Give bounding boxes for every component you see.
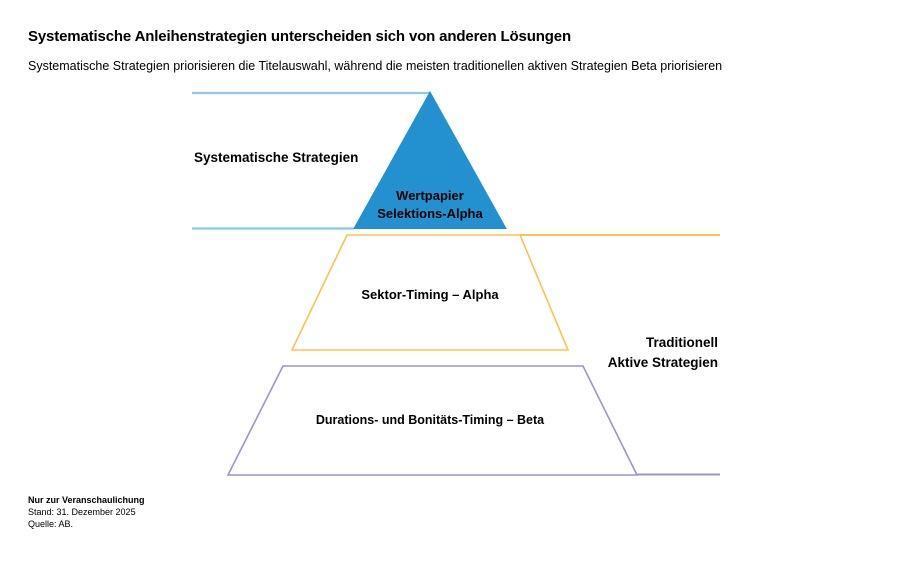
tier-3-group: Durations- und Bonitäts-Timing – Beta <box>226 365 720 476</box>
group-label-traditionell: Traditionell Aktive Strategien <box>608 335 718 370</box>
page-subtitle: Systematische Strategien priorisieren di… <box>28 59 723 73</box>
footnote-as-of-date: Stand: 31. Dezember 2025 <box>28 507 136 518</box>
tier-3-trapezoid <box>226 365 639 476</box>
page-title: Systematische Anleihenstrategien untersc… <box>28 28 571 45</box>
tier-3-label: Durations- und Bonitäts-Timing – Beta <box>316 413 545 427</box>
group-label-traditionell-line-2: Aktive Strategien <box>608 355 718 370</box>
tier-1-label-line-2: Selektions-Alpha <box>377 206 483 221</box>
footnote-disclaimer: Nur zur Veranschaulichung <box>28 495 145 505</box>
footnote-block: Nur zur Veranschaulichung Stand: 31. Dez… <box>28 494 448 530</box>
tier-2-group: Sektor-Timing – Alpha <box>290 234 720 351</box>
group-label-systematische: Systematische Strategien <box>194 150 358 165</box>
group-label-systematische-text: Systematische Strategien <box>194 150 358 165</box>
group-label-traditionell-line-1: Traditionell <box>646 335 718 350</box>
tier-1-group: Wertpapier Selektions-Alpha <box>192 90 507 230</box>
footnote-source: Quelle: AB. <box>28 519 74 530</box>
tier-1-triangle <box>353 90 507 229</box>
tier-2-trapezoid <box>290 234 570 351</box>
tier-2-label: Sektor-Timing – Alpha <box>361 287 499 302</box>
tier-1-label-line-1: Wertpapier <box>396 188 464 203</box>
